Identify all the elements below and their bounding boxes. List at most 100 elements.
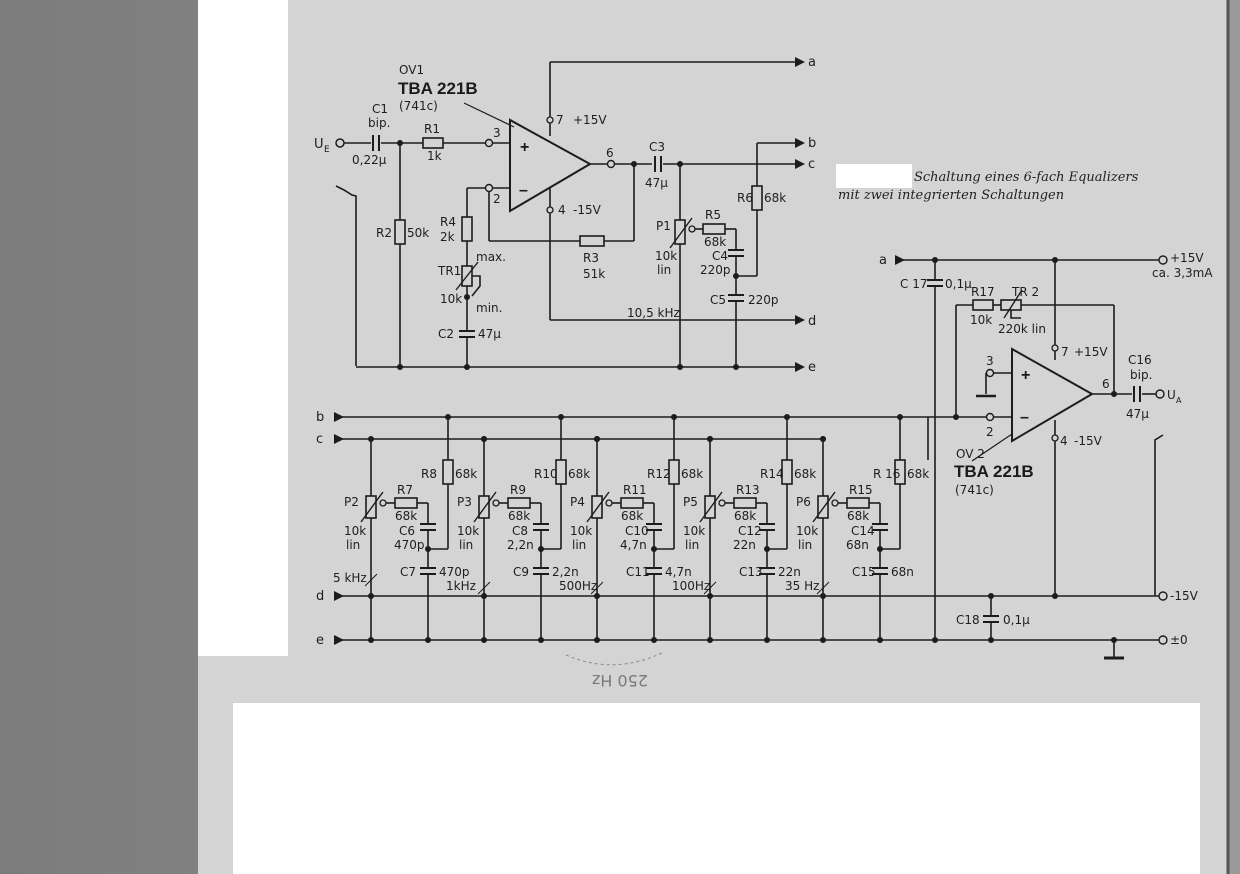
input-label: U [314, 137, 324, 152]
tr1-max: max. [476, 250, 506, 264]
tr2-ref: TR 2 [1011, 285, 1039, 299]
bus-b-arrow [334, 412, 344, 422]
band2-pot-value: 10k [457, 524, 479, 538]
tr2-value: 220k lin [998, 322, 1046, 336]
ov1-pin6-label: 6 [606, 146, 614, 160]
bus-d-arrow [334, 591, 344, 601]
input-ground-lead [335, 185, 357, 366]
ov2-pin3-node [985, 368, 995, 378]
vneg-terminal [1158, 591, 1168, 601]
ov2-minus-sign: – [1020, 409, 1029, 426]
p1-ref: P1 [656, 219, 671, 233]
band1-wiper-node [379, 499, 387, 507]
r1-ref: R1 [424, 122, 440, 136]
c16-value: 47μ [1126, 407, 1149, 421]
band5-freq-tick [816, 581, 830, 595]
band4-freq-label: 100Hz [672, 579, 710, 593]
tr2-arrow [1003, 289, 1023, 319]
band4-series-ref: R13 [736, 483, 760, 497]
p1-law: lin [657, 263, 671, 277]
band2-cap-a-value: 2,2n [507, 538, 534, 552]
net-c-label: c [808, 157, 815, 172]
band4-cap-b-ref: C13 [739, 565, 763, 579]
ov2-pin6-label: 6 [1102, 377, 1110, 391]
supply-vpos-label: +15V [1170, 251, 1204, 265]
c4-value: 220p [700, 263, 731, 277]
c3-ref: C3 [649, 140, 665, 154]
ov1-leader-line [463, 102, 515, 128]
ov1-pin2-node [484, 183, 494, 193]
r6-value: 68k [764, 191, 786, 205]
tr2-wiper [1010, 310, 1021, 319]
band5-pot-ref: P6 [796, 495, 811, 509]
band2-junction-e [481, 637, 487, 643]
junction-e-r2 [397, 364, 403, 370]
r6-ref: R6 [737, 191, 753, 205]
band3-pot-arrow [586, 491, 610, 523]
r2-ref: R2 [376, 226, 392, 240]
net-c-arrow [795, 159, 805, 169]
band1-c-tap [481, 436, 487, 442]
input-label-sub: E [324, 145, 330, 155]
c16-note: bip. [1130, 368, 1152, 382]
ov2-vpos-label: +15V [1074, 345, 1108, 359]
ov1-type: TBA 221B [398, 79, 478, 98]
band3-freq-label: 500Hz [559, 579, 597, 593]
band4-wiper-node [718, 499, 726, 507]
ov1-equiv: (741c) [399, 99, 438, 113]
ov2-plus-sign: + [1021, 367, 1030, 384]
band4-junction-d [707, 593, 713, 599]
net-d-label: d [808, 314, 816, 329]
band2-wiper-node [492, 499, 500, 507]
band1-pot-value: 10k [344, 524, 366, 538]
band3-junction-d [594, 593, 600, 599]
r17-value: 10k [970, 313, 992, 327]
ov1-pin4-node [546, 206, 554, 214]
band1-cap-a-ref: C6 [399, 524, 415, 538]
tr1-arrow [455, 261, 479, 291]
output-terminal-ua [1155, 389, 1165, 399]
ov2-leader-line [971, 433, 1013, 462]
ov2-equiv: (741c) [955, 483, 994, 497]
band4-cap-b-value: 22n [778, 565, 801, 579]
ov2-ref: OV 2 [956, 447, 985, 461]
c18-ref: C18 [956, 613, 980, 627]
junction-feedback [631, 161, 637, 167]
band1-shunt-value: 68k [455, 467, 477, 481]
band5-pot-value: 10k [796, 524, 818, 538]
band1-pot-arrow [360, 491, 384, 523]
band3-c-tap [707, 436, 713, 442]
junction-c18-gnd [988, 637, 994, 643]
band1-cap-b-value: 470p [439, 565, 470, 579]
band1-freq-label: 5 kHz [333, 571, 367, 585]
caption-line-1: Schaltung eines 6-fach Equalizers [914, 170, 1139, 185]
band2-cap-b-value: 2,2n [552, 565, 579, 579]
band1-shunt-ref: R8 [421, 467, 437, 481]
band2-series-ref: R9 [510, 483, 526, 497]
band2-c-tap [594, 436, 600, 442]
band5-shunt-ref: R 16 [873, 467, 900, 481]
supply-gnd-label: ±0 [1170, 633, 1188, 647]
redaction-caption-label [836, 164, 912, 188]
band4-junction-e [707, 637, 713, 643]
c17-ref: C 17 [900, 277, 927, 291]
ov2-pin4-node [1051, 434, 1059, 442]
band1-junction-cap-e [425, 637, 431, 643]
band2-shunt-value: 68k [568, 467, 590, 481]
c1-note: bip. [368, 116, 390, 130]
net-e-upper-arrow [795, 362, 805, 372]
net-a-label: a [808, 55, 816, 70]
c5-value: 220p [748, 293, 779, 307]
band1-cap-a-value: 470p [394, 538, 425, 552]
r1-value: 1k [427, 149, 442, 163]
bus-c-label: c [316, 432, 323, 447]
r5-ref: R5 [705, 208, 721, 222]
output-label-sub: A [1176, 396, 1182, 405]
redaction-left [198, 0, 288, 656]
output-label: U [1167, 388, 1176, 402]
band5-cap-a-ref: C14 [851, 524, 875, 538]
handwritten-250hz-note: 250 Hz [592, 671, 648, 690]
redaction-bottom [233, 703, 1200, 874]
ov2-pin4-label: 4 [1060, 434, 1068, 448]
net-b-arrow [795, 138, 805, 148]
